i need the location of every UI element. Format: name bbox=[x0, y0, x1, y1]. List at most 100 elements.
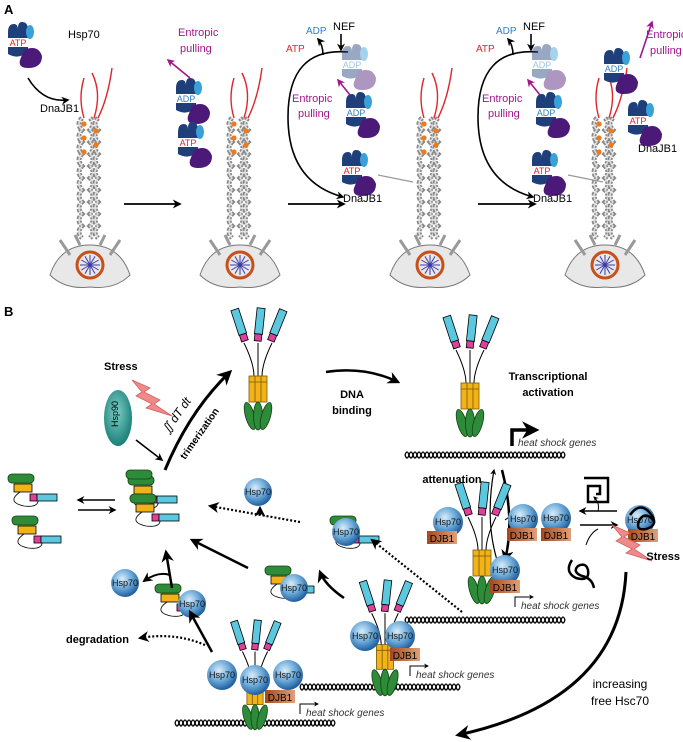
trimerization-domain bbox=[13, 483, 33, 493]
hsp70-label: Hsp70 bbox=[68, 29, 100, 41]
heat-shock-genes-label: heat shock genes bbox=[306, 708, 384, 719]
hsf1-trimer bbox=[230, 307, 288, 431]
djb1-tag: DJB1 bbox=[490, 580, 520, 594]
dna-axis bbox=[81, 259, 99, 271]
orange-residue bbox=[608, 128, 614, 134]
dna-binding-domain bbox=[386, 669, 399, 696]
helix-highlight bbox=[418, 117, 424, 239]
dna-binding-domain bbox=[125, 469, 153, 480]
pink-domain bbox=[251, 642, 259, 651]
entropic-label: Entropic bbox=[178, 27, 219, 39]
hsp70-chaperone: ADP bbox=[341, 44, 376, 90]
regulatory-domain bbox=[40, 535, 62, 544]
lid bbox=[364, 95, 372, 109]
activation-label: activation bbox=[522, 387, 574, 399]
lid bbox=[646, 103, 654, 117]
sbd bbox=[615, 74, 638, 94]
hsp70-sphere bbox=[280, 574, 308, 602]
adp-release-arrow bbox=[506, 37, 516, 56]
adp-label: ADP bbox=[537, 108, 556, 118]
adp-release-arrow bbox=[316, 37, 326, 56]
entropic-arrow bbox=[166, 58, 191, 79]
linker bbox=[135, 511, 161, 527]
djb1-box bbox=[390, 648, 420, 661]
djb1-box bbox=[507, 528, 537, 541]
lid bbox=[360, 47, 368, 61]
orange-residue bbox=[608, 142, 614, 148]
orange-residue bbox=[596, 121, 602, 127]
hsp70-chaperone: ATP bbox=[341, 150, 376, 196]
hsp70-chaperone: ATP bbox=[531, 150, 566, 196]
hsp70-label: Hsp70 bbox=[352, 631, 378, 641]
lid bbox=[26, 25, 34, 39]
orange-residue bbox=[433, 128, 439, 134]
free-hsc70-label: free Hsc70 bbox=[591, 694, 649, 708]
hsf1-monomer-top bbox=[253, 307, 266, 342]
regulatory-domain bbox=[230, 619, 246, 646]
disordered-strand bbox=[241, 72, 249, 119]
hsp70-chaperone: ATP bbox=[627, 100, 662, 146]
hsp70-sphere bbox=[273, 660, 303, 690]
hsp70-label: Hsp70 bbox=[510, 514, 536, 524]
nbd bbox=[342, 44, 362, 79]
helix-highlight bbox=[428, 117, 434, 239]
hsp70-ball: Hsp70 bbox=[207, 660, 237, 690]
entropic-arrow bbox=[639, 20, 654, 59]
linker bbox=[17, 533, 43, 549]
tss-arrow bbox=[299, 701, 319, 714]
linker bbox=[455, 349, 467, 384]
hsp70-sphere bbox=[433, 507, 463, 537]
pink-domain bbox=[479, 339, 490, 350]
stress-label: Stress bbox=[104, 361, 138, 373]
djb1-label: DJB1 bbox=[430, 534, 455, 545]
hsf1-monomer-top bbox=[251, 619, 262, 651]
trimerization-domain bbox=[160, 593, 180, 603]
tss-arrow bbox=[409, 663, 429, 676]
dna-strand bbox=[404, 451, 566, 459]
reactivation-arrow bbox=[489, 468, 498, 561]
linker bbox=[243, 342, 255, 377]
atp-label: ATP bbox=[180, 138, 197, 148]
nef-label: NEF bbox=[333, 21, 355, 33]
dna-helix bbox=[404, 616, 566, 624]
pink-domain bbox=[238, 332, 249, 343]
djb1-tag: DJB1 bbox=[507, 528, 537, 542]
orange-residue bbox=[243, 142, 249, 148]
sbd bbox=[543, 70, 566, 90]
adp-label: ADP bbox=[347, 108, 366, 118]
misfolded-protein-icon bbox=[567, 559, 596, 589]
sbd bbox=[353, 70, 376, 90]
hsp70-sphere bbox=[385, 621, 415, 651]
djb1-box bbox=[265, 690, 295, 703]
misfolded-protein-icon bbox=[628, 506, 656, 531]
dna-strand bbox=[404, 616, 566, 624]
hsp70-sphere bbox=[332, 518, 360, 546]
regulatory-domain bbox=[466, 314, 478, 342]
orange-residue bbox=[93, 128, 99, 134]
hsp70-label: Hsp70 bbox=[492, 565, 518, 575]
sbd bbox=[19, 48, 42, 68]
hsp70-sphere bbox=[541, 503, 571, 533]
hsp70-release-arrow bbox=[142, 572, 171, 583]
pink-domain bbox=[267, 332, 278, 343]
djb1-box bbox=[541, 528, 571, 541]
hsf1-trimer bbox=[442, 314, 500, 438]
regulatory-domain bbox=[158, 513, 180, 522]
nucleotide-band bbox=[341, 166, 363, 175]
pink-domain bbox=[237, 642, 247, 652]
hsp90-ellipse bbox=[104, 390, 132, 446]
degradation-label: degradation bbox=[66, 634, 129, 646]
trimerization-domain bbox=[135, 503, 155, 513]
helix-highlight bbox=[78, 117, 84, 239]
regulatory-domain bbox=[358, 535, 380, 544]
helix-highlight bbox=[238, 117, 244, 239]
djb1-label: DJB1 bbox=[510, 531, 535, 542]
degradation-arrow bbox=[137, 631, 206, 647]
pink-domain bbox=[33, 535, 42, 544]
helix-highlight bbox=[228, 117, 234, 239]
disordered-strand bbox=[431, 72, 439, 119]
pink-domain bbox=[477, 507, 487, 516]
hsf1-monomer bbox=[7, 473, 58, 507]
